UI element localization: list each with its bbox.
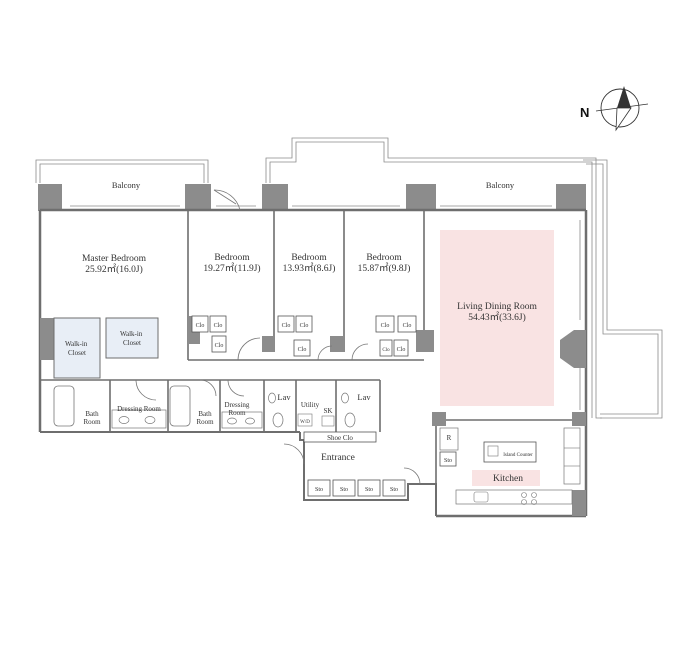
bedroom-4-area: 15.87㎡(9.8J) [358,263,411,274]
compass-needle-icon [617,86,631,108]
lav-1-label: Lav [277,392,291,402]
clo-label: Clo [215,343,224,349]
clo-label: Clo [381,323,390,329]
balcony-outlines [35,137,663,419]
kitchen: R Island Counter Kitchen [439,427,581,505]
compass-needle-tail-icon [615,107,632,132]
clo-label: Clo [403,323,412,329]
label-line: Room [228,409,246,417]
living-dining-name: Living Dining Room [457,302,537,312]
kitchen-label: Kitchen [493,474,523,484]
living-dining-fill [440,230,554,406]
walk-in-closet-2-label: Walk-in Closet [120,330,144,347]
compass-label: N [580,105,589,120]
walk-in-closet-2 [105,317,159,359]
sto-label: Sto [365,487,373,493]
sto-label: Sto [340,487,348,493]
wd-label: W/D [300,420,310,425]
entrance-label: Entrance [321,453,355,463]
label-line: Bath [85,410,99,418]
walk-in-closet-2-text: Walk-in [120,330,143,338]
label-line: Room [196,418,214,426]
bedroom-2-area: 19.27㎡(11.9J) [203,263,260,274]
bedroom-4-name: Bedroom [366,253,402,263]
clo-label: Clo [298,347,307,353]
master-bedroom-name: Master Bedroom [82,254,147,264]
label-line: Bath [198,410,212,418]
bedroom-3-area: 13.93㎡(8.6J) [283,263,336,274]
clo-label: Clo [214,323,223,329]
clo-label: Clo [397,347,406,353]
label-line: Closet [68,349,86,357]
label-line: Dressing [225,401,250,409]
kitchen-fill [472,470,540,486]
refrigerator-label: R [447,434,452,442]
clo-label: Clo [382,348,390,353]
lav-1: Lav [268,392,291,428]
sk-label: SK [324,407,333,415]
compass: N [580,86,649,132]
walk-in-closet-1 [53,317,101,379]
sto-label: Sto [315,487,323,493]
lav-2: Lav [341,392,371,428]
bedroom-2-name: Bedroom [214,253,250,263]
utility-label: Utility [301,401,320,409]
walk-in-closet-1-label: Walk-in Closet [65,340,89,357]
compass-circle [600,88,640,128]
sto-label: Sto [444,458,452,464]
sto-label: Sto [390,487,398,493]
utility: Utility SK W/D [297,401,335,427]
shoe-closet-box [303,431,377,443]
walk-in-closet-1-text: Walk-in [65,340,88,348]
balcony-right-label: Balcony [486,180,515,190]
living-dining-area: 54.43㎡(33.6J) [468,312,526,323]
master-bedroom-area: 25.92㎡(16.0J) [85,264,143,275]
bedroom-3-name: Bedroom [291,253,327,263]
label-line: Room [83,418,101,426]
clo-label: Clo [300,323,309,329]
clo-label: Clo [196,323,205,329]
clo-label: Clo [282,323,291,329]
interior-walls [40,210,586,484]
dressing-1: Dressing Room [111,405,167,429]
lav-2-label: Lav [357,392,371,402]
balcony-left-label: Balcony [112,180,141,190]
door-swings [135,189,421,485]
shoe-closet-label: Shoe Clo [327,434,353,442]
label-line: Closet [123,339,141,347]
closet-boxes: Clo Clo Clo Clo Clo Clo Clo Clo Clo Clo … [191,315,457,497]
island-counter-label: Island Counter [503,453,533,458]
dressing-1-label: Dressing Room [117,405,161,413]
